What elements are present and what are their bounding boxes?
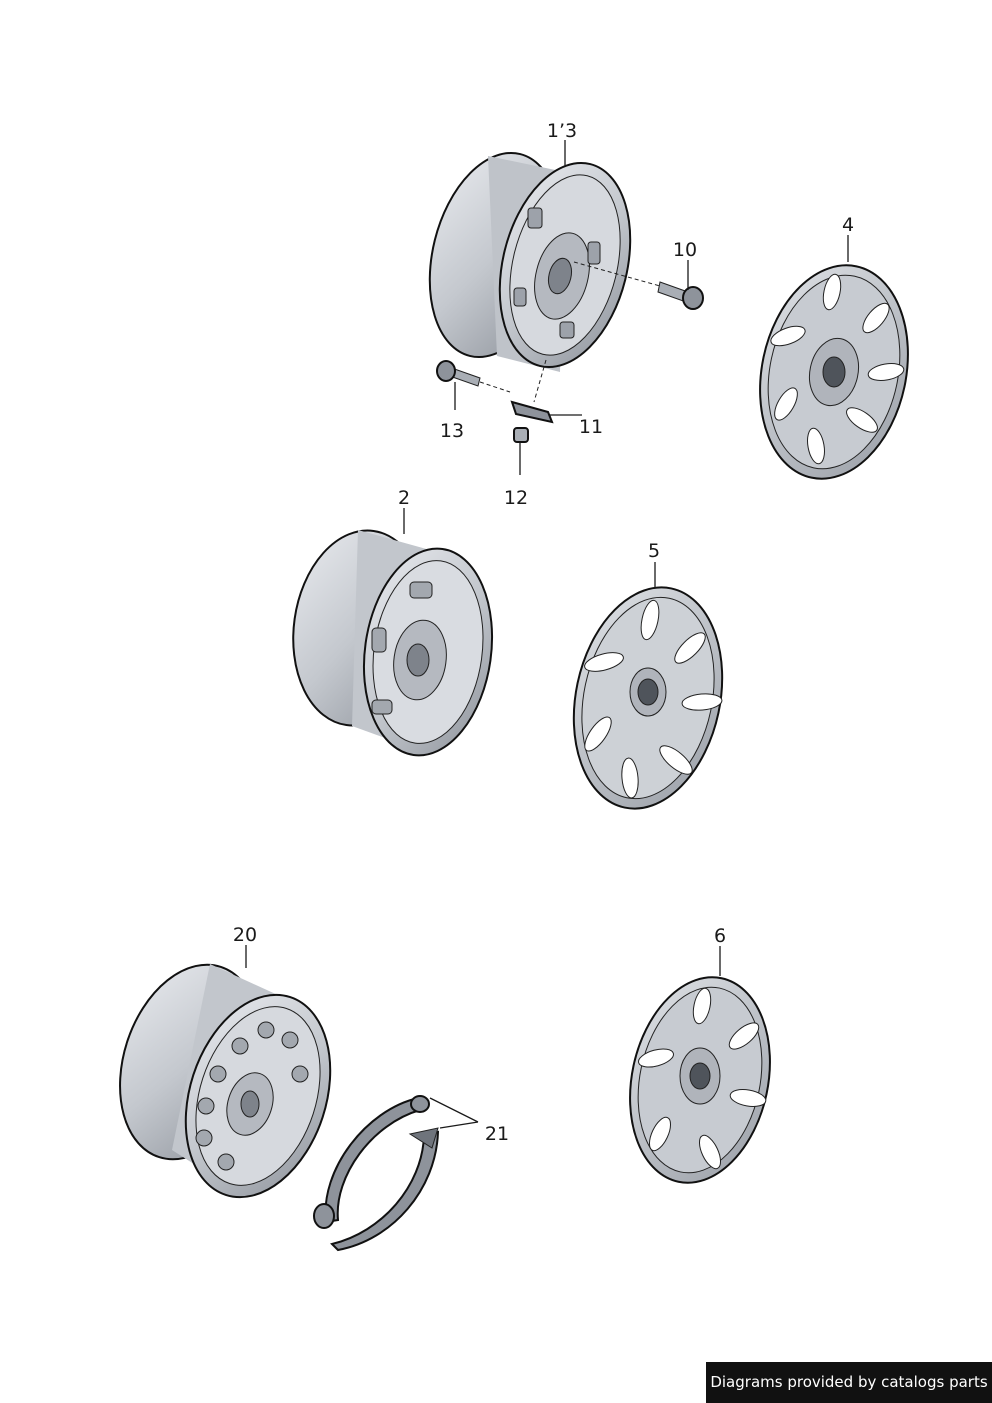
callout-1-3: 1’3 <box>547 120 577 142</box>
callout-4: 4 <box>842 214 854 236</box>
callout-11: 11 <box>579 416 603 438</box>
steel-wheel-20 <box>119 963 332 1199</box>
wheel-bolt-10 <box>573 261 704 310</box>
footer-credit-badge: Diagrams provided by catalogs parts <box>706 1362 992 1403</box>
balance-weights-21 <box>313 1095 440 1252</box>
callout-20: 20 <box>233 924 257 946</box>
callout-10: 10 <box>673 239 697 261</box>
valve-13 <box>436 360 511 393</box>
leader-lines <box>245 140 849 1129</box>
wheel-cover-6 <box>629 976 771 1184</box>
steel-wheel-2 <box>292 529 494 757</box>
callout-21: 21 <box>485 1123 509 1145</box>
tpms-sensor-11 <box>510 359 554 424</box>
callout-12: 12 <box>504 487 528 509</box>
wheel-cover-4 <box>759 264 909 480</box>
wheel-cover-5 <box>572 586 724 810</box>
callout-13: 13 <box>440 420 464 442</box>
callout-5: 5 <box>648 540 660 562</box>
nut-12 <box>513 427 529 443</box>
callout-labels: 1’3 10 4 13 11 12 2 5 20 6 21 <box>233 120 854 1145</box>
callout-6: 6 <box>714 925 726 947</box>
steel-wheel-1-3 <box>428 151 632 372</box>
callout-2: 2 <box>398 487 410 509</box>
